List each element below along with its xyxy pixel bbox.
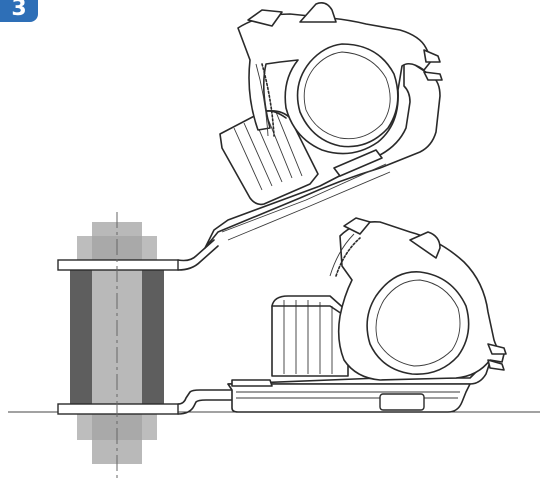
lower-clamp-pad: [379, 393, 425, 411]
spacer-right: [142, 270, 164, 406]
upper-clamp: [204, 2, 443, 249]
step-badge: 3: [0, 0, 38, 22]
mounting-plate-upper: [57, 239, 219, 271]
spacer-left: [70, 270, 92, 406]
lower-clamp: [227, 217, 507, 413]
mounting-plate-lower: [57, 389, 233, 415]
step-number: 3: [11, 0, 27, 21]
